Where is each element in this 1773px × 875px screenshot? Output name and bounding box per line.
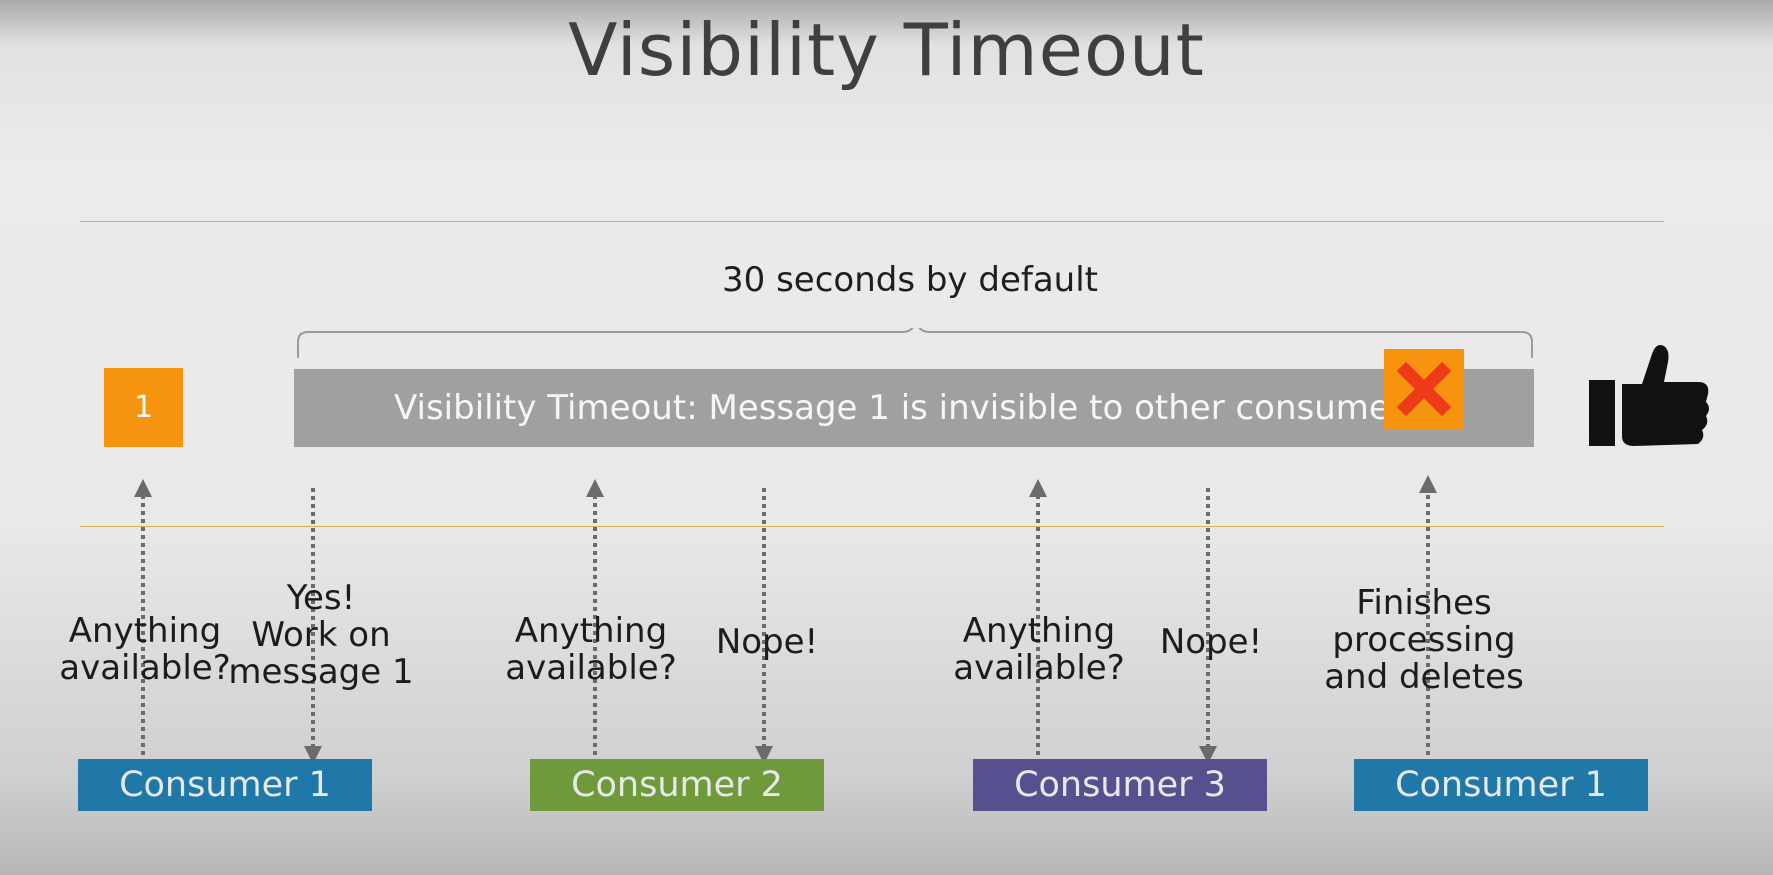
- message-label: 1: [133, 390, 154, 425]
- duration-label: 30 seconds by default: [722, 260, 1098, 300]
- page-title: Visibility Timeout: [568, 8, 1205, 92]
- thumbs-up-icon: [1589, 345, 1709, 446]
- consumer-2-box: Consumer 2: [530, 759, 824, 811]
- close-icon: [1384, 349, 1464, 429]
- step-label-consumer1-poll: Anything available?: [59, 611, 231, 688]
- consumer-label: Consumer 3: [1014, 765, 1226, 805]
- message-box: 1: [104, 368, 183, 447]
- step-label-consumer2-poll: Anything available?: [505, 611, 677, 688]
- consumer-label: Consumer 2: [571, 765, 783, 805]
- consumer-label: Consumer 1: [119, 765, 331, 805]
- consumer-label: Consumer 1: [1395, 765, 1607, 805]
- visibility-timeout-bar: Visibility Timeout: Message 1 is invisib…: [294, 369, 1534, 447]
- step-label-consumer2-response: Nope!: [715, 622, 819, 662]
- step-label-consumer1-delete: Finishes processing and deletes: [1324, 583, 1524, 697]
- step-label-consumer1-receive: Yes! Work on message 1: [228, 578, 414, 692]
- duration-brace: [297, 328, 1533, 358]
- consumer-3-box: Consumer 3: [973, 759, 1267, 811]
- timeout-bar-text: Visibility Timeout: Message 1 is invisib…: [394, 388, 1422, 428]
- step-label-consumer3-poll: Anything available?: [953, 611, 1125, 688]
- consumer-1-box: Consumer 1: [78, 759, 372, 811]
- top-divider: [80, 221, 1664, 222]
- middle-divider: [80, 526, 1664, 527]
- consumer-1-final-box: Consumer 1: [1354, 759, 1648, 811]
- step-label-consumer3-response: Nope!: [1159, 622, 1263, 662]
